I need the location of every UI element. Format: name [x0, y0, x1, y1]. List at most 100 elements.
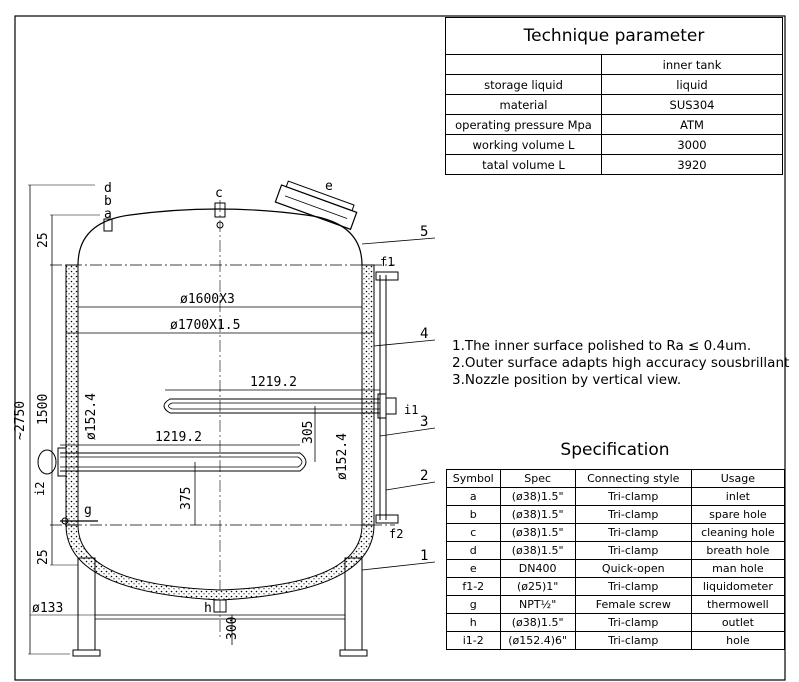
label-c: c [215, 186, 223, 201]
spec-cell: Tri-clamp [574, 505, 692, 524]
part-1: 1 [420, 548, 428, 564]
tech-cell: material [445, 94, 602, 115]
label-f1: f1 [380, 255, 394, 269]
spec-cell: (ø25)1" [499, 577, 576, 596]
spec-cell: (ø38)1.5" [499, 505, 576, 524]
spec-cell: Tri-clamp [574, 523, 692, 542]
note-3: 3.Nozzle position by vertical view. [452, 372, 682, 388]
part-5: 5 [420, 224, 428, 240]
spec-header-row: Symbol Spec Connecting style Usage [446, 469, 786, 488]
spec-header: Symbol [446, 469, 501, 488]
spec-cell: spare hole [690, 505, 786, 524]
label-i2: i2 [33, 482, 47, 496]
note-1: 1.The inner surface polished to Ra ≤ 0.4… [452, 338, 752, 354]
tech-cell: working volume L [445, 134, 602, 155]
tech-table-title: Technique parameter [445, 17, 783, 55]
label-e: e [325, 179, 333, 194]
spec-cell: liquidometer [690, 577, 786, 596]
spec-cell: f1-2 [446, 577, 501, 596]
label-d: d [104, 181, 112, 196]
spec-cell: inlet [690, 487, 786, 506]
notes: 1.The inner surface polished to Ra ≤ 0.4… [452, 338, 789, 389]
spec-cell: cleaning hole [690, 523, 786, 542]
label-g: g [84, 503, 92, 518]
dim-coil-lower: 1219.2 [155, 430, 202, 445]
technique-parameter-table: Technique parameter inner tank storage l… [445, 17, 783, 175]
insulation-right [361, 264, 375, 526]
spec-cell: Quick-open [574, 559, 692, 578]
dim-coil-height: 375 [179, 487, 194, 510]
tech-cell: tatal volume L [445, 154, 602, 175]
spec-cell: g [446, 595, 501, 614]
specification-title: Specification [560, 440, 670, 460]
part-4: 4 [420, 326, 428, 342]
tech-cell: operating pressure Mpa [445, 114, 602, 135]
tech-cell: storage liquid [445, 74, 602, 95]
spec-cell: breath hole [690, 541, 786, 560]
spec-header: Usage [690, 469, 786, 488]
spec-cell: a [446, 487, 501, 506]
dim-total-height: ~2750 [13, 401, 28, 440]
dim-inner-dia: ø1600X3 [180, 292, 235, 307]
spec-cell: (ø38)1.5" [499, 541, 576, 560]
spec-cell: Female screw [574, 595, 692, 614]
spec-cell: outlet [690, 613, 786, 632]
lower-coil [37, 447, 307, 477]
tech-cell: ATM [601, 114, 783, 135]
tech-cell: 3920 [601, 154, 783, 175]
top-head [77, 208, 363, 266]
spec-cell: e [446, 559, 501, 578]
upper-coil [163, 393, 397, 419]
dim-body: 1500 [36, 394, 51, 425]
bottom-head [65, 524, 375, 601]
spec-cell: Tri-clamp [574, 577, 692, 596]
spec-cell: d [446, 541, 501, 560]
dim-top-head: 25 [36, 232, 51, 248]
tech-header-1: inner tank [601, 54, 783, 75]
leg-left [77, 557, 96, 651]
spec-header: Spec [499, 469, 576, 488]
spec-cell: NPT½" [499, 595, 576, 614]
dim-leg: 300 [225, 617, 240, 640]
label-f2: f2 [389, 527, 403, 541]
spec-cell: b [446, 505, 501, 524]
spec-cell: h [446, 613, 501, 632]
spec-cell: (ø152.4)6" [499, 631, 576, 650]
manhole-icon [274, 180, 358, 231]
spec-cell: DN400 [499, 559, 576, 578]
tech-cell: liquid [601, 74, 783, 95]
label-h: h [204, 601, 212, 616]
spec-cell: c [446, 523, 501, 542]
note-2: 2.Outer surface adapts high accuracy sou… [452, 355, 790, 371]
label-a: a [104, 207, 112, 222]
tech-header-0 [445, 54, 602, 75]
spec-cell: (ø38)1.5" [499, 613, 576, 632]
spec-cell: (ø38)1.5" [499, 487, 576, 506]
label-b: b [104, 194, 112, 209]
dim-coil-gap: 305 [301, 421, 316, 444]
spec-cell: thermowell [690, 595, 786, 614]
spec-cell: i1-2 [446, 631, 501, 650]
spec-header: Connecting style [574, 469, 692, 488]
label-i1: i1 [404, 403, 418, 417]
spec-cell: Tri-clamp [574, 631, 692, 650]
spec-cell: Tri-clamp [574, 541, 692, 560]
tech-cell: SUS304 [601, 94, 783, 115]
drawing-border [14, 15, 786, 681]
tech-cell: 3000 [601, 134, 783, 155]
leg-right [344, 557, 363, 651]
dim-outer-dia: ø1700X1.5 [170, 318, 240, 333]
dim-coil-upper: 1219.2 [250, 375, 297, 390]
